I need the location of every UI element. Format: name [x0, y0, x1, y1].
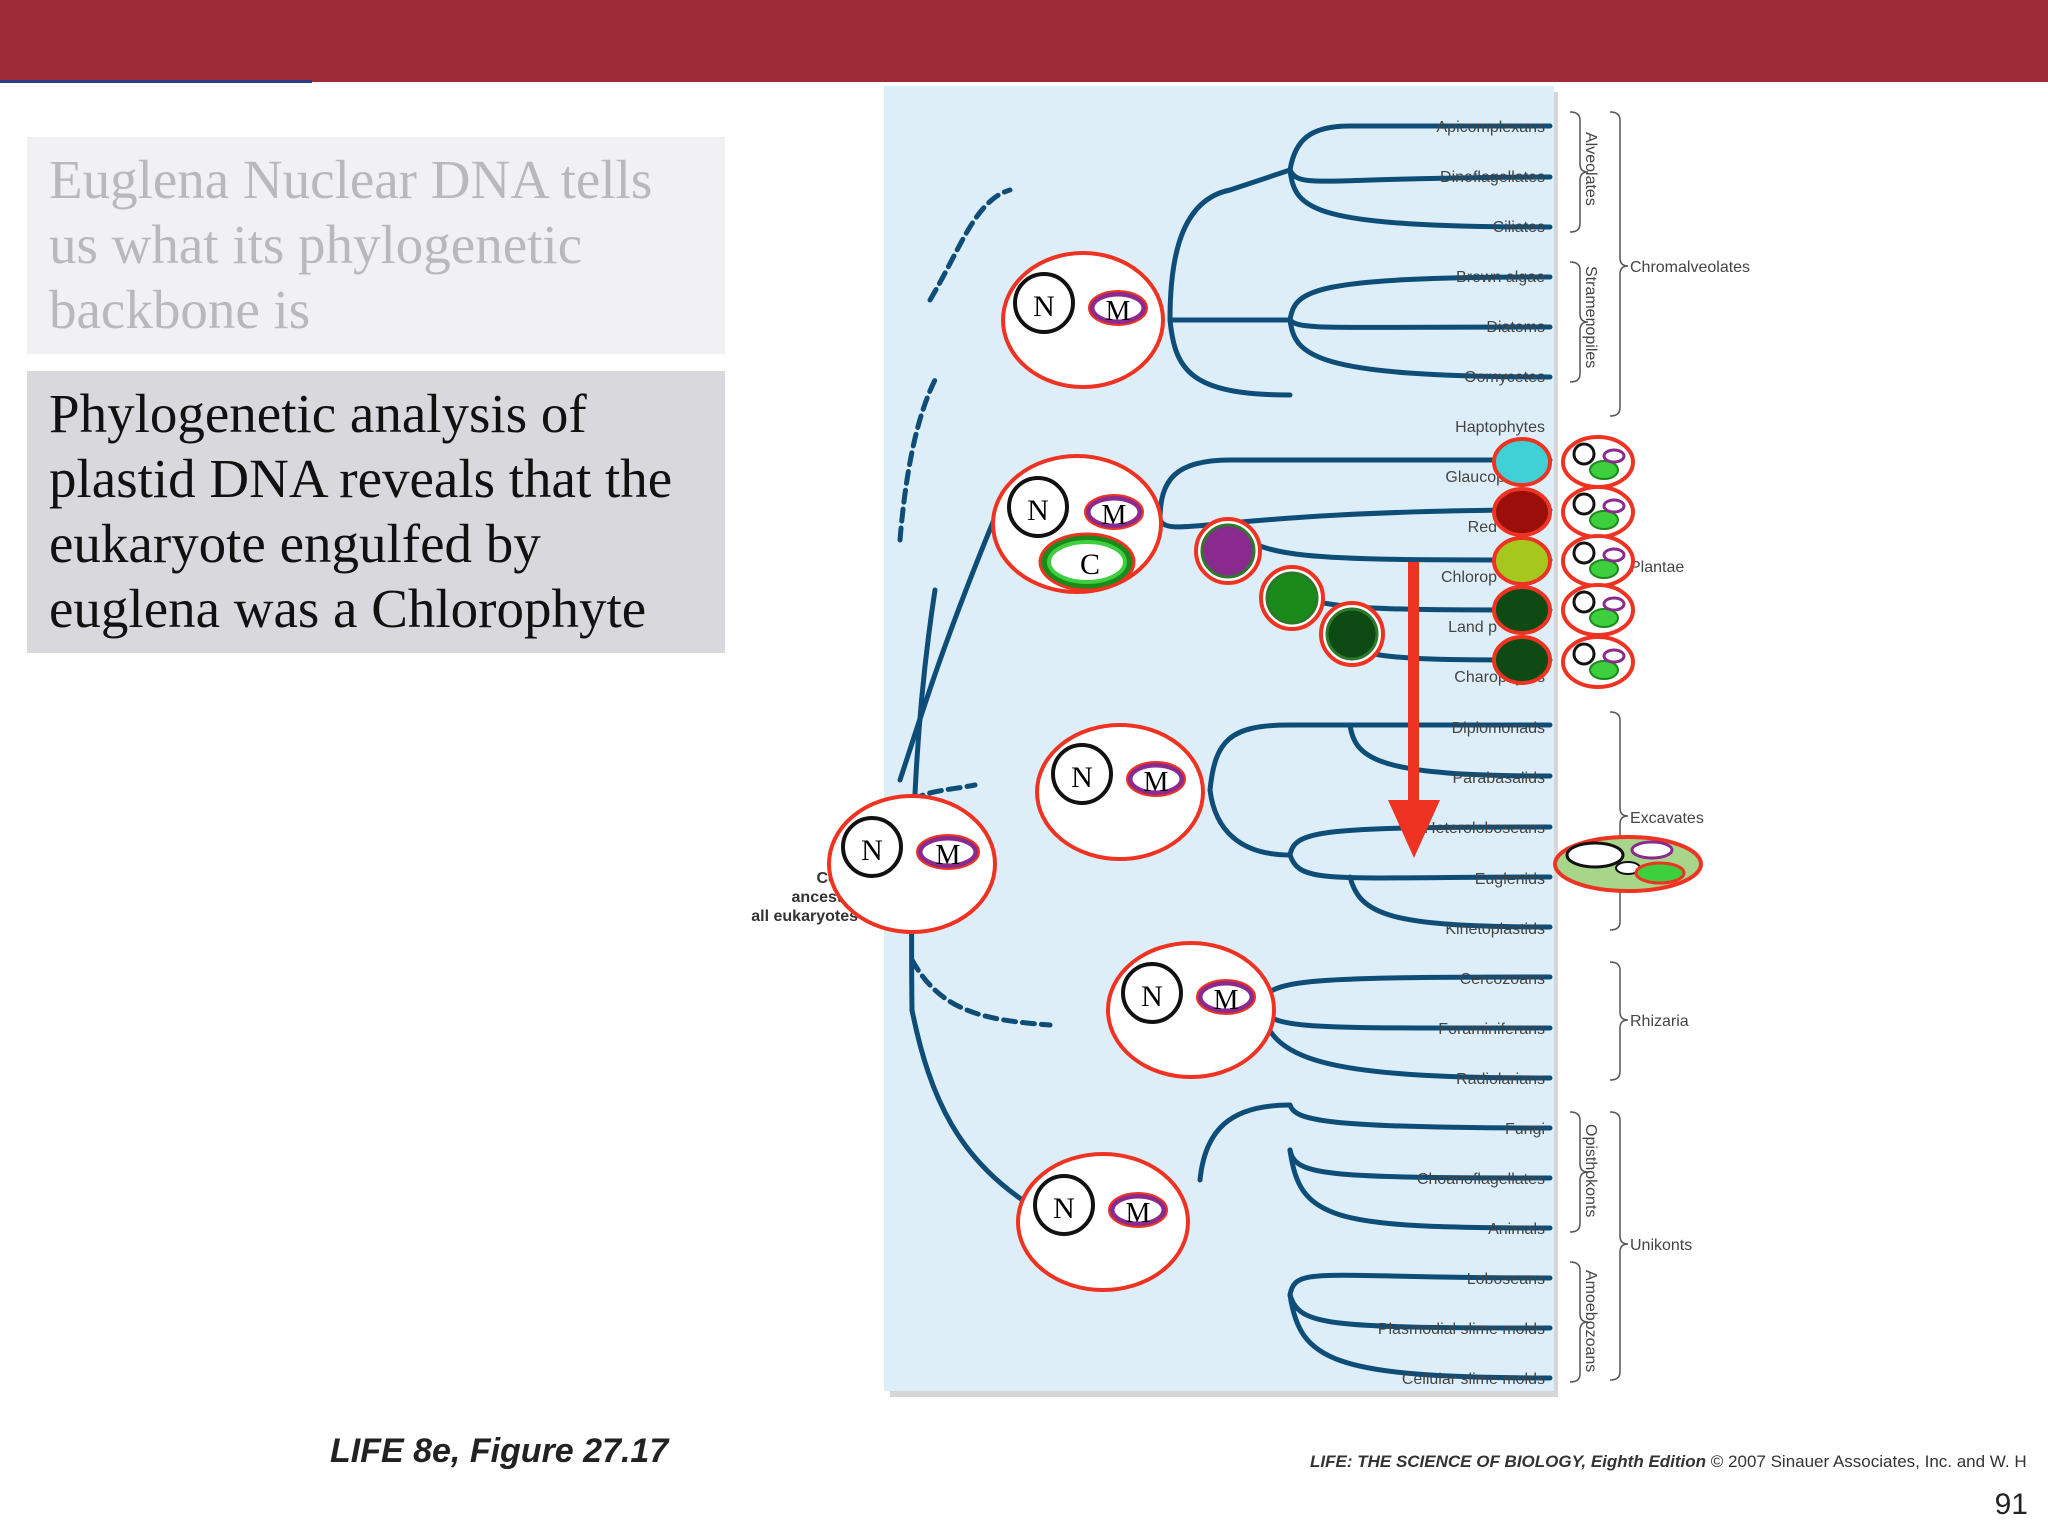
svg-text:N: N [1053, 1192, 1075, 1225]
taxon-radiolarians: Radiolarians [1456, 1071, 1545, 1088]
taxon-cellular-slime-molds: Cellular slime molds [1402, 1371, 1545, 1388]
cell-excavate: N M [1035, 723, 1205, 861]
svg-text:N: N [1141, 980, 1163, 1013]
taxon-parabasalids: Parabasalids [1453, 770, 1546, 787]
taxon-red-algae: Red [1468, 519, 1497, 536]
taxon-dinoflagellates: Dinoflagellates [1440, 169, 1545, 186]
mitochondrion-icon [1089, 291, 1147, 325]
taxon-plasmodial-slime-molds: Plasmodial slime molds [1378, 1321, 1545, 1338]
nucleus-icon [1007, 476, 1069, 538]
taxon-brown-algae: Brown algae [1456, 269, 1545, 286]
taxon-diplomonads: Diplomonads [1452, 720, 1545, 737]
svg-text:M: M [936, 840, 961, 871]
taxon-land-plants: Land p [1448, 619, 1497, 636]
figure-panel [884, 86, 1554, 1391]
nucleus-icon [1033, 1174, 1095, 1236]
chloroplast-icon [1634, 861, 1686, 885]
taxon-chlorophytes: Chlorop [1441, 569, 1497, 586]
nucleus-icon [841, 816, 903, 878]
group-brackets [1569, 111, 1629, 1383]
taxon-foraminiferans: Foraminiferans [1438, 1021, 1545, 1038]
plastid-swatches [1492, 437, 1552, 685]
charophyte-plastid [1492, 635, 1552, 685]
supergroup-rhizaria: Rhizaria [1630, 1013, 1689, 1030]
figure-caption: LIFE 8e, Figure 27.17 [330, 1432, 669, 1470]
cell-unikont: N M [1016, 1152, 1190, 1292]
chlorophyte-plastid [1492, 536, 1552, 586]
mitochondrion-icon [1085, 495, 1143, 529]
glaucophyte-plastid [1492, 437, 1552, 487]
plastid-dna-text-box: Phylogenetic analysis of plastid DNA rev… [27, 371, 725, 653]
supergroup-unikonts: Unikonts [1630, 1237, 1692, 1254]
taxon-cercozoans: Cercozoans [1460, 971, 1545, 988]
cell-plantae-ancestor: N M C [991, 454, 1163, 594]
mitochondrion-icon [1109, 1193, 1167, 1227]
supergroup-plantae: Plantae [1630, 559, 1684, 576]
subgroup-stramenopiles: Stramenopiles [1582, 266, 1599, 368]
mitochondrion-icon [917, 835, 979, 869]
taxon-fungi: Fungi [1505, 1121, 1545, 1138]
subgroup-amoebozoans: Amoebozoans [1582, 1270, 1599, 1372]
taxon-heteroloboseans: Heteroloboseans [1424, 820, 1545, 837]
svg-text:M: M [1102, 500, 1127, 531]
taxon-loboseans: Loboseans [1467, 1271, 1545, 1288]
nuclear-dna-text-box: Euglena Nuclear DNA tells us what its ph… [27, 137, 725, 354]
nucleus-icon [1121, 962, 1183, 1024]
tree-branches [897, 123, 1553, 1381]
taxon-glaucophytes: Glaucop [1445, 469, 1505, 486]
taxon-labels: Apicomplexans Dinoflagellates Ciliates B… [1378, 119, 1545, 1388]
nucleus-icon [1565, 841, 1625, 869]
mitochondrion-icon [1197, 980, 1255, 1014]
subgroup-alveolates: Alveolates [1582, 132, 1599, 206]
svg-text:all eukaryotes: all eukaryotes [751, 908, 858, 925]
svg-text:N: N [1033, 290, 1055, 323]
land-plant-plastid [1492, 585, 1552, 635]
svg-text:M: M [1214, 985, 1239, 1016]
book-title: LIFE: THE SCIENCE OF BIOLOGY, Eighth Edi… [1310, 1452, 1707, 1471]
svg-text:N: N [861, 834, 883, 867]
supergroup-chromalveolates: Chromalveolates [1630, 259, 1750, 276]
taxon-apicomplexans: Apicomplexans [1437, 119, 1546, 136]
taxon-oomycetes: Oomycetes [1464, 369, 1545, 386]
nucleus-icon [1013, 272, 1075, 334]
cell-rhizarian: N M [1106, 941, 1276, 1079]
transfer-arrow [1388, 562, 1440, 858]
title-bar-accent [0, 80, 312, 83]
svg-text:M: M [1106, 296, 1131, 327]
taxon-euglenids: Euglenids [1475, 871, 1545, 888]
supergroup-excavates: Excavates [1630, 810, 1704, 827]
mitochondrion-icon [1127, 762, 1185, 796]
taxon-diatoms: Diatoms [1486, 319, 1545, 336]
taxon-kinetoplastids: Kinetoplastids [1445, 921, 1545, 938]
copyright-line: LIFE: THE SCIENCE OF BIOLOGY, Eighth Edi… [1310, 1452, 2027, 1472]
taxon-haptophytes: Haptophytes [1455, 419, 1545, 436]
svg-text:C: C [1080, 548, 1100, 581]
copyright-text: © 2007 Sinauer Associates, Inc. and W. H [1710, 1452, 2027, 1471]
group-labels: Alveolates Stramenopiles Opisthokonts Am… [1582, 132, 1750, 1372]
svg-text:N: N [1071, 761, 1093, 794]
mini-cells [1561, 435, 1635, 689]
title-bar [0, 0, 2048, 82]
plastid-branch-markers [1194, 517, 1385, 667]
cell-chromalveolate: N M [1001, 251, 1165, 389]
taxon-choanoflagellates: Choanoflagellates [1417, 1171, 1545, 1188]
taxon-ciliates: Ciliates [1493, 219, 1545, 236]
cell-ancestral: N M [827, 794, 997, 934]
euglena-cell [1553, 835, 1703, 893]
svg-text:M: M [1144, 767, 1169, 798]
nucleus-icon [1051, 743, 1113, 805]
svg-text:N: N [1027, 494, 1049, 527]
subgroup-opisthokonts: Opisthokonts [1582, 1124, 1599, 1217]
taxon-animals: Animals [1488, 1221, 1545, 1238]
svg-text:M: M [1126, 1198, 1151, 1229]
slide-number: 91 [1994, 1488, 2028, 1521]
mitochondrion-icon [1630, 840, 1674, 860]
red-alga-plastid [1492, 487, 1552, 537]
